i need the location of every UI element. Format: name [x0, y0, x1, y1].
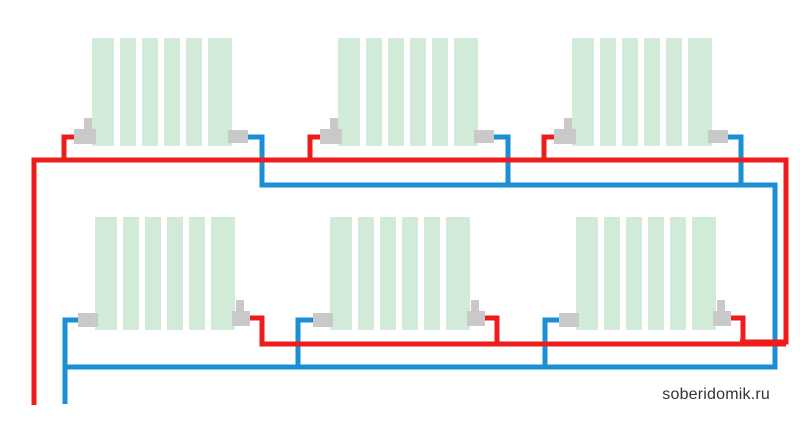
radiator-lower-3	[576, 217, 716, 330]
valve-lower-2-supply	[467, 300, 485, 326]
valve-lower-3-supply	[713, 300, 731, 326]
fitting-upper-3-return	[708, 130, 728, 143]
radiator-upper-3	[572, 38, 712, 146]
radiator-lower-2	[330, 217, 470, 330]
valve-group	[74, 118, 731, 327]
radiator-lower-1	[95, 217, 235, 330]
return-pipe-lower-branch-1	[62, 317, 87, 367]
fitting-lower-1-return	[78, 313, 98, 327]
fitting-lower-2-return	[313, 313, 333, 327]
fitting-upper-1-return	[228, 130, 248, 143]
return-pipe-upper-collector	[240, 134, 778, 340]
radiator-upper-1	[92, 38, 232, 146]
lower-radiator-row	[95, 217, 716, 330]
valve-lower-1-supply	[232, 300, 250, 326]
valve-upper-1-supply	[74, 118, 96, 144]
radiator-upper-2	[338, 38, 478, 146]
valve-upper-3-supply	[554, 118, 576, 144]
supply-pipe-network	[31, 134, 789, 405]
valve-upper-2-supply	[320, 118, 342, 144]
fitting-upper-2-return	[474, 130, 494, 143]
return-pipe-lower-main	[62, 340, 778, 404]
watermark-text: soberidomik.ru	[662, 386, 770, 403]
upper-radiator-row	[92, 38, 712, 146]
supply-pipe-lower-line	[242, 315, 786, 347]
fitting-lower-3-return	[559, 313, 579, 327]
